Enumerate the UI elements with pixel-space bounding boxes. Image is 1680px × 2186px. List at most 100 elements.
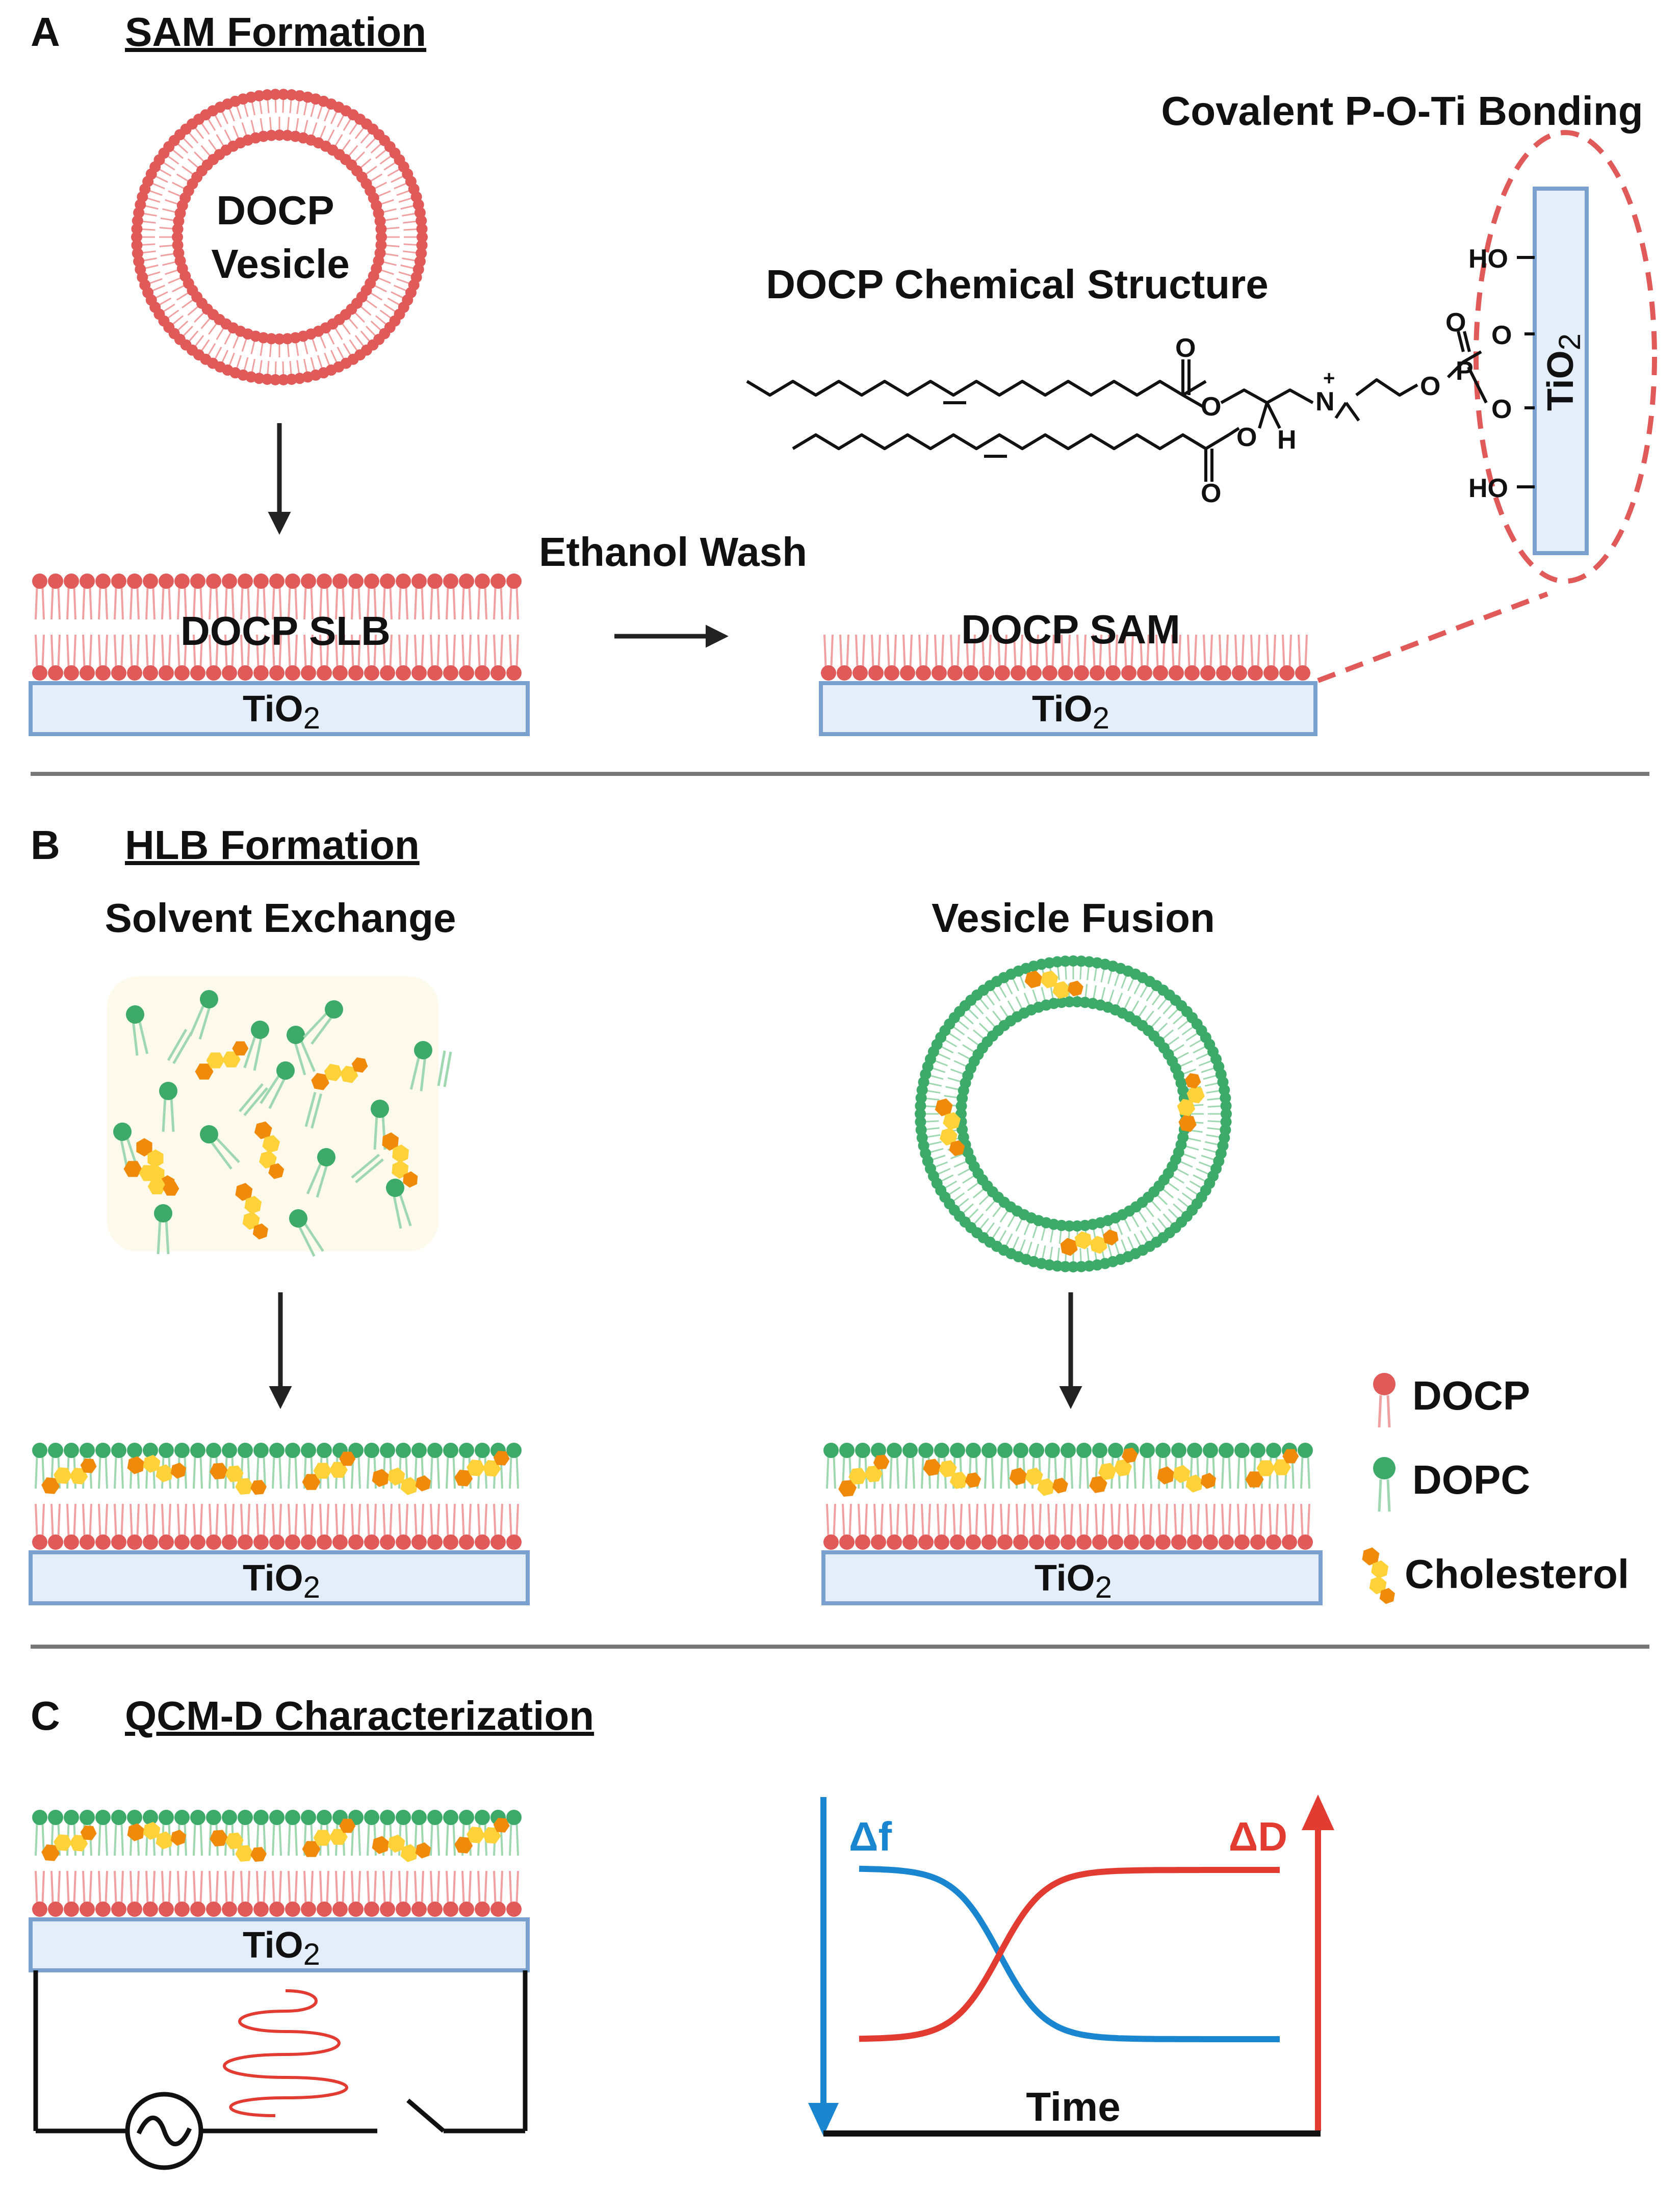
cholesterol-molecule: [1177, 1073, 1205, 1132]
dopc-molecule: [189, 990, 218, 1040]
substrate-hlb-left: [29, 1550, 530, 1605]
slb-bottom-leaflet: [32, 634, 522, 681]
free-tail: [437, 1050, 452, 1087]
cholesterol-molecule: [1024, 970, 1083, 999]
df-arrowhead: [808, 2103, 839, 2136]
panel-b: B HLB Formation Solvent Exchange Vesicle…: [29, 822, 1629, 1605]
cholesterol-molecule: [372, 1834, 431, 1862]
df-curve: [859, 1865, 1280, 2042]
chem-h: H: [1277, 425, 1297, 455]
dopc-molecule: [306, 1148, 335, 1198]
vesicle-outer-leaflet: [131, 89, 428, 385]
free-tail: [351, 1154, 384, 1184]
hlb-dopc-leaflet: [32, 1443, 522, 1489]
chain-2: [792, 433, 1230, 450]
glycerol-backbone: [1220, 388, 1314, 404]
chem-ho1: HO: [1468, 244, 1508, 274]
hlb-right: [823, 1443, 1313, 1550]
chain-1: [746, 380, 1207, 397]
cholesterol-molecule: [41, 1458, 97, 1494]
docp-chemical-structure: [746, 256, 1535, 488]
chem-ho2: HO: [1468, 474, 1508, 503]
dopc-molecule: [243, 1021, 269, 1071]
structure-title: DOCP Chemical Structure: [766, 262, 1268, 307]
chem-n: N: [1315, 387, 1335, 417]
ethanol-wash-label: Ethanol Wash: [539, 529, 807, 575]
solvent-box: [107, 976, 438, 1252]
panel-b-letter: B: [31, 822, 60, 868]
hlb-docp-leaflet: [32, 1503, 522, 1550]
chem-o-ester2: O: [1236, 423, 1257, 452]
free-tail: [304, 1091, 323, 1129]
cholesterol-molecule: [1157, 1465, 1217, 1493]
cholesterol-molecule: [1089, 1447, 1138, 1493]
zoom-ellipse: [1474, 130, 1657, 584]
cholesterol-molecule: [210, 1463, 267, 1495]
legend-cholesterol-icon: [1362, 1547, 1395, 1604]
dopc-molecule: [200, 1125, 240, 1170]
slb-top-leaflet: [32, 574, 522, 620]
panel-a-title: SAM Formation: [125, 9, 426, 55]
dd-curve: [859, 1867, 1280, 2042]
panel-b-title: HLB Formation: [125, 822, 420, 868]
hlb-left: [32, 1443, 522, 1550]
ac-source-icon: [125, 2092, 203, 2170]
dopc-molecule: [386, 1179, 412, 1229]
sam-leaflet: [821, 634, 1310, 681]
dopc-molecule: [303, 1000, 343, 1045]
ester-1-bond: [1182, 394, 1204, 408]
panel-c-letter: C: [31, 1693, 60, 1738]
cholesterol-molecule: [254, 1121, 285, 1179]
hlb-docp-leaflet: [823, 1503, 1313, 1550]
p-double-o: [1457, 331, 1465, 352]
zoom-connector: [1317, 591, 1548, 683]
dopc-molecule: [289, 1209, 324, 1257]
legend-cholesterol-label: Cholesterol: [1405, 1551, 1629, 1597]
cholesterol-molecule: [127, 1821, 187, 1850]
ac-wave-icon: [136, 2115, 192, 2147]
oscillation-icon: [223, 1989, 348, 2117]
cholesterol-molecule: [1009, 1467, 1068, 1496]
cholesterol-molecule: [1362, 1547, 1395, 1604]
substrate-hlb-right: [821, 1550, 1323, 1605]
dd-arrowhead: [1302, 1794, 1334, 1830]
circuit-switch: [406, 2098, 445, 2133]
substrate-slb-label: TiO2: [243, 689, 320, 735]
substrate-sam: [819, 681, 1317, 736]
qcm-circuit: [33, 1970, 528, 2170]
backbone-to-o2: [1258, 402, 1269, 429]
cholesterol-molecule: [923, 1459, 981, 1489]
chem-p: P: [1456, 356, 1474, 386]
cholesterol-molecule: [454, 1817, 510, 1854]
dopc-molecule: [409, 1041, 432, 1091]
substrate-hlb-left-label: TiO2: [243, 1558, 320, 1604]
cholesterol-molecule: [838, 1454, 890, 1497]
docp-slb: [32, 574, 522, 681]
dopc-molecule: [260, 1061, 295, 1109]
panel-c-title: QCM-D Characterization: [125, 1693, 594, 1738]
chem-o-ti2: O: [1491, 395, 1512, 424]
dd-label: ΔD: [1229, 1814, 1287, 1859]
qcm-plot: Δf ΔD Time: [808, 1794, 1334, 2137]
substrate-vertical: [1533, 187, 1589, 555]
vesicle-fusion-label: Vesicle Fusion: [932, 895, 1215, 941]
solvent-mixture: [113, 990, 452, 1257]
vesicle-label-line2: Vesicle: [211, 241, 349, 287]
docp-vesicle: [131, 89, 428, 385]
cholesterol-molecule: [210, 1830, 267, 1862]
legend-dopc-label: DOPC: [1412, 1457, 1530, 1502]
legend-docp-icon: [1373, 1373, 1395, 1428]
legend: DOCP DOPC Cholesterol: [1362, 1373, 1629, 1604]
cholesterol-molecule: [454, 1450, 510, 1487]
cholesterol-molecule: [1245, 1449, 1299, 1488]
phosphate-bonds: [1446, 350, 1482, 379]
substrate-sensor-label: TiO2: [243, 1925, 320, 1971]
n-methyl-1: [1334, 402, 1348, 419]
cholesterol-molecule: [195, 1041, 249, 1080]
cholesterol-molecule: [1060, 1229, 1119, 1256]
time-label: Time: [1026, 2084, 1120, 2129]
substrate-hlb-right-label: TiO2: [1035, 1558, 1112, 1604]
slb-label: DOCP SLB: [180, 608, 391, 654]
substrate-sensor: [29, 1917, 530, 1972]
